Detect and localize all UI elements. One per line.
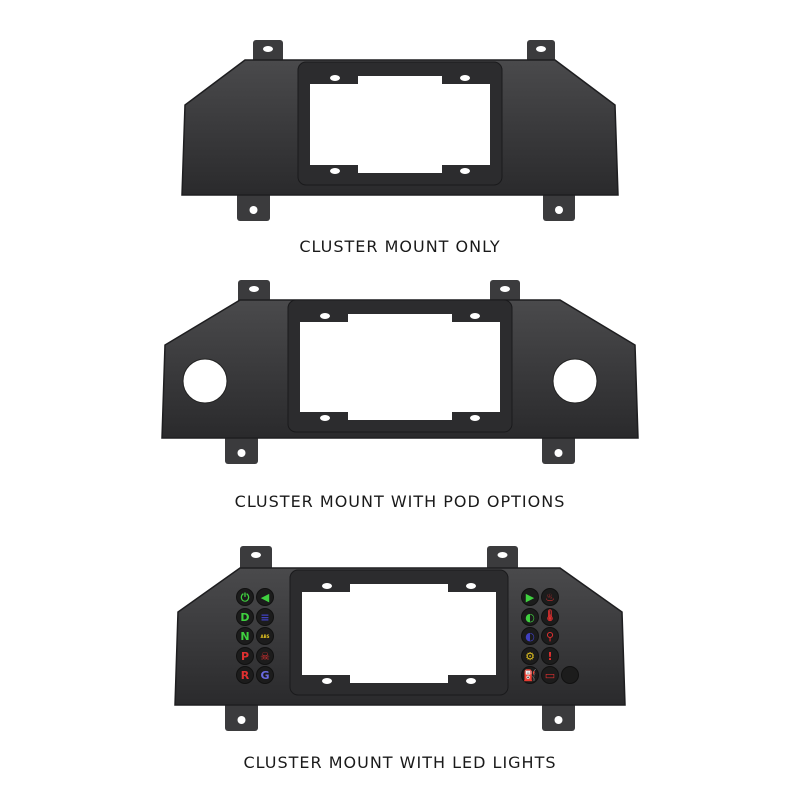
caption-cluster-mount-leds: CLUSTER MOUNT WITH LED LIGHTS xyxy=(243,753,557,772)
display-cutout xyxy=(300,314,500,420)
cluster-mount-pods xyxy=(161,280,639,464)
gear-icon-glyph: G xyxy=(260,669,269,682)
arrow-right-icon-glyph: ▶ xyxy=(526,591,535,604)
high-beam-icon-glyph: ≡ xyxy=(260,611,269,624)
high-beam-icon xyxy=(256,608,274,626)
fuel-icon-glyph: ⛽ xyxy=(523,669,537,682)
headlight-icon xyxy=(521,627,539,645)
seatbelt-icon xyxy=(541,627,559,645)
park-icon-glyph: P xyxy=(241,650,249,663)
park-icon xyxy=(236,647,254,665)
abs-icon-glyph: ABS xyxy=(260,634,269,639)
battery-icon-glyph: ▭ xyxy=(545,669,555,682)
screw-slot xyxy=(466,678,476,684)
display-cutout xyxy=(310,76,490,173)
mount-tab xyxy=(240,546,272,572)
drive-icon-glyph: D xyxy=(240,611,249,624)
oil-icon-glyph: ♨ xyxy=(545,591,555,604)
power-icon-glyph: ⏻ xyxy=(241,591,250,604)
cluster-mount-plain xyxy=(181,40,619,221)
mount-hole xyxy=(263,46,273,52)
mount-tab xyxy=(487,546,518,572)
seatbelt-icon-glyph: ⚲ xyxy=(546,630,554,643)
mount-hole xyxy=(249,286,259,292)
headlight-icon-glyph: ◐ xyxy=(525,630,535,643)
screw-slot xyxy=(320,313,330,319)
abs-icon xyxy=(256,627,274,645)
drive-icon xyxy=(236,608,254,626)
check-engine-icon xyxy=(521,647,539,665)
arrow-right-icon xyxy=(521,588,539,606)
temperature-icon xyxy=(541,608,559,626)
battery-icon xyxy=(541,666,559,684)
mount-hole xyxy=(536,46,546,52)
reverse-icon xyxy=(236,666,254,684)
screw-slot xyxy=(466,583,476,589)
mount-hole xyxy=(237,716,246,724)
gauge-pod-left xyxy=(182,358,228,404)
check-engine-icon-glyph: ⚙ xyxy=(525,650,535,663)
arrow-left-icon-glyph: ◀ xyxy=(261,591,270,604)
temperature-icon-glyph: 🌡 xyxy=(543,609,557,622)
screw-slot xyxy=(470,313,480,319)
neutral-icon-glyph: N xyxy=(240,630,249,643)
screw-slot xyxy=(330,168,340,174)
screw-slot xyxy=(470,415,480,421)
low-beam-icon-glyph: ◐ xyxy=(525,611,535,624)
mount-hole xyxy=(251,552,261,558)
screw-slot xyxy=(320,415,330,421)
brake-warning-icon-glyph: ! xyxy=(547,650,552,663)
mount-hole xyxy=(500,286,510,292)
oil-icon xyxy=(541,588,559,606)
fuel-icon xyxy=(521,666,539,684)
mount-hole xyxy=(237,449,246,457)
gauge-pod-right xyxy=(552,358,598,404)
skull-icon-glyph: ☠ xyxy=(260,650,270,663)
screw-slot xyxy=(460,75,470,81)
mount-hole xyxy=(497,552,508,558)
gear-icon xyxy=(256,666,274,684)
mount-hole xyxy=(555,206,563,214)
blank-icon xyxy=(561,666,579,684)
power-icon xyxy=(236,588,254,606)
low-beam-icon xyxy=(521,608,539,626)
display-cutout xyxy=(302,584,496,683)
reverse-icon-glyph: R xyxy=(241,669,250,682)
skull-icon xyxy=(256,647,274,665)
screw-slot xyxy=(330,75,340,81)
screw-slot xyxy=(322,583,332,589)
screw-slot xyxy=(322,678,332,684)
arrow-left-icon xyxy=(256,588,274,606)
mount-hole xyxy=(249,206,258,214)
screw-slot xyxy=(460,168,470,174)
mount-hole xyxy=(554,449,563,457)
caption-cluster-mount-pods: CLUSTER MOUNT WITH POD OPTIONS xyxy=(234,492,566,511)
mount-hole xyxy=(554,716,563,724)
neutral-icon xyxy=(236,627,254,645)
caption-cluster-mount-only: CLUSTER MOUNT ONLY xyxy=(299,237,501,256)
brake-warning-icon xyxy=(541,647,559,665)
